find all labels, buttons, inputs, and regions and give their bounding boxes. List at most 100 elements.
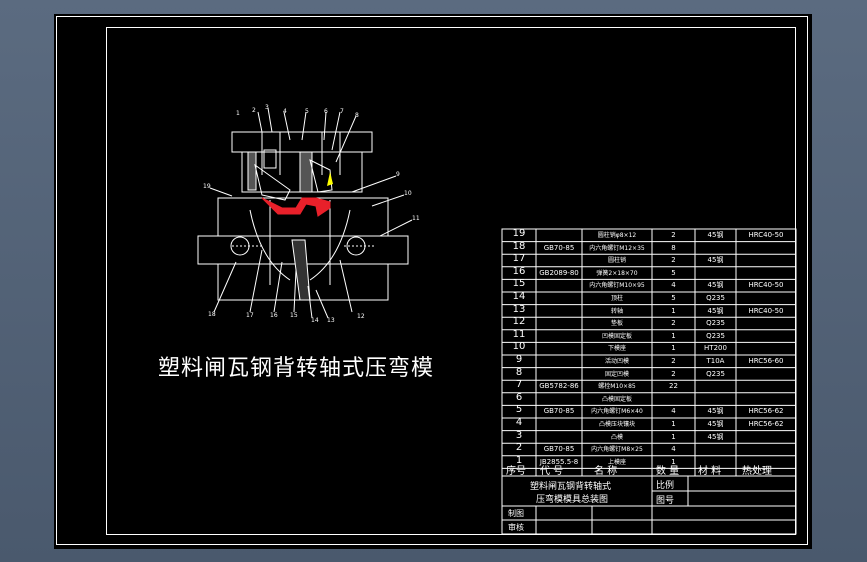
bom-cell-qty: 4 [671, 281, 676, 290]
bom-cell-code: GB5782-86 [539, 382, 579, 391]
bom-cell-heat: HRC56-62 [748, 407, 784, 416]
bom-cell-name: 内六角螺钉M8×25 [591, 446, 643, 454]
bom-cell-no: 16 [512, 265, 526, 277]
bom-cell-qty: 22 [669, 382, 678, 391]
bom-cell-no: 9 [515, 354, 523, 365]
punch-left [254, 163, 291, 201]
label-2: 2 [252, 107, 256, 114]
bom-cell-heat: HRC40-50 [748, 281, 784, 290]
bom-cell-name: 凹模固定板 [601, 332, 632, 340]
bom-header-name: 名 称 [594, 466, 618, 477]
bom-cell-qty: 5 [671, 294, 676, 302]
bom-header-heat: 热处理 [742, 466, 772, 477]
bom-cell-material: 45钢 [707, 281, 724, 290]
bom-cell-name: 下模座 [607, 345, 626, 353]
bom-cell-no: 8 [515, 366, 523, 378]
bom-header-material: 材 料 [698, 466, 722, 477]
bom-row: 1 JB2855.5-8 上模座 1 [502, 454, 796, 469]
bom-header-code: 代 号 [540, 466, 564, 477]
bom-cell-no: 12 [512, 316, 526, 328]
bom-row: 11 凹模固定板 1 Q235 [502, 328, 796, 343]
screw-head [263, 149, 277, 169]
bom-cell-material: Q235 [706, 294, 725, 302]
bom-cell-name: 螺栓M10×85 [598, 383, 636, 391]
label-1: 1 [236, 110, 240, 117]
bom-header-no: 序号 [506, 466, 526, 477]
bom-cell-material: 45钢 [707, 432, 724, 441]
label-11: 11 [412, 215, 420, 222]
bom-cell-name: 转轴 [610, 307, 623, 315]
yellow-marker [327, 172, 333, 186]
bom-cell-name: 垫板 [610, 320, 623, 328]
bom-cell-heat: HRC56-60 [748, 357, 784, 365]
bom-cell-no: 11 [512, 328, 526, 340]
bom-cell-no: 6 [515, 391, 523, 403]
bom-cell-material: 45钢 [707, 306, 724, 315]
drawing-viewport[interactable] [54, 14, 812, 549]
bom-cell-no: 1 [515, 454, 523, 466]
bom-cell-no: 7 [515, 379, 523, 391]
bom-cell-heat: HRC40-50 [748, 231, 784, 239]
checked-label: 审核 [508, 523, 524, 532]
bom-cell-heat: HRC40-50 [748, 306, 784, 315]
drawing-title: 塑料闸瓦钢背转轴式压弯模 [158, 356, 435, 381]
bom-cell-code: GB70-85 [543, 445, 575, 454]
rotating-dies [249, 209, 351, 281]
title-block-name-line1: 塑料闸瓦钢背转轴式 [530, 482, 612, 492]
bom-row: 15 内六角螺钉M10×95 4 45钢 HRC40-50 [502, 278, 796, 292]
bom-cell-name: 内六角螺钉M6×40 [591, 408, 643, 416]
bom-cell-qty: 2 [671, 319, 676, 328]
label-7: 7 [340, 108, 344, 115]
label-14: 14 [311, 317, 319, 324]
label-16: 16 [270, 312, 278, 319]
bom-cell-code: GB2089-80 [539, 268, 579, 277]
center-guides [269, 200, 331, 285]
bom-cell-code: GB70-85 [543, 407, 575, 416]
bom-cell-material: 45钢 [707, 231, 724, 239]
label-8: 8 [355, 112, 359, 119]
screw-lines [261, 132, 341, 175]
upper-die-base [231, 131, 373, 153]
bom-cell-name: 内六角螺钉M12×35 [589, 244, 645, 252]
leader-lines [209, 107, 413, 319]
bom-cell-no: 13 [512, 303, 526, 315]
bom-cell-name: 圆柱销 [607, 257, 626, 265]
bom-cell-name: 顶柱 [610, 295, 623, 302]
bom-cell-name: 内六角螺钉M10×95 [589, 282, 645, 290]
bom-cell-qty: 2 [671, 357, 676, 365]
bom-cell-qty: 1 [671, 457, 676, 466]
bom-cell-code: JB2855.5-8 [539, 457, 579, 466]
drawing-border [56, 16, 808, 545]
bom-cell-no: 3 [515, 429, 523, 441]
drawn-label: 制图 [508, 509, 524, 518]
bom-cell-qty: 1 [671, 331, 676, 340]
label-10: 10 [404, 190, 412, 197]
workpiece-profile [261, 197, 331, 217]
bom-cell-no: 15 [512, 278, 526, 290]
label-19: 19 [203, 183, 211, 190]
title-block-name-line2: 压弯模模具总装图 [536, 495, 609, 505]
bom-cell-name: 上模座 [607, 458, 626, 466]
label-17: 17 [246, 312, 254, 319]
bom-cell-qty: 2 [671, 256, 676, 265]
bom-cell-material: T10A [706, 357, 725, 365]
bom-cell-qty: 2 [671, 369, 676, 378]
bom-cell-no: 18 [512, 240, 526, 252]
bom-cell-name: 凸模压块镶块 [598, 421, 635, 428]
bom-cell-material: Q235 [706, 331, 725, 340]
bom-cell-no: 19 [512, 228, 526, 239]
bom-header-qty: 数 量 [656, 466, 680, 477]
bom-cell-qty: 1 [671, 432, 676, 441]
